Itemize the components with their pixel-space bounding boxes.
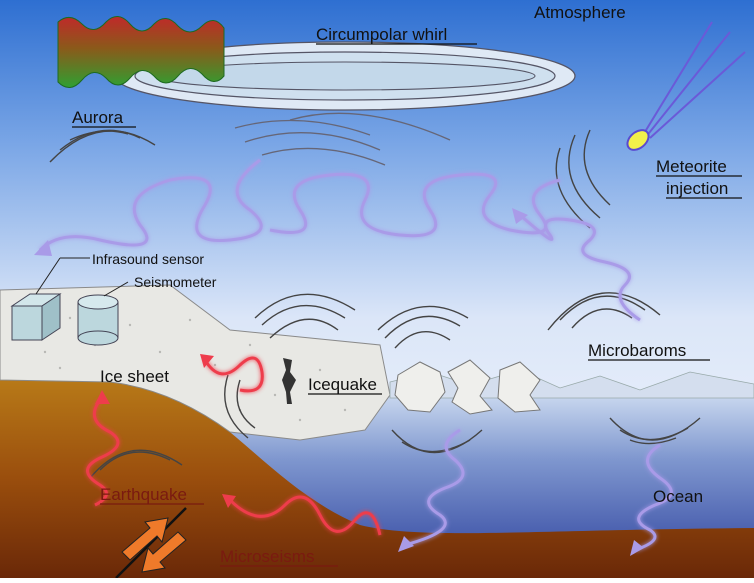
- label-seismometer: Seismometer: [134, 274, 217, 290]
- label-injection: injection: [666, 179, 728, 198]
- earth-crust: [0, 378, 754, 578]
- label-infrasound-sensor: Infrasound sensor: [92, 251, 204, 267]
- label-circumpolar-whirl: Circumpolar whirl: [316, 25, 447, 44]
- label-ocean: Ocean: [653, 487, 703, 506]
- icequake-crack: [282, 358, 296, 404]
- infrasound-arrowheads: [34, 208, 644, 556]
- infrasound-sensor-box: [10, 293, 62, 341]
- aurora-curtain: [57, 16, 225, 88]
- seismometer-cylinder: [77, 294, 119, 346]
- earthquake-arcs: [89, 449, 183, 479]
- whirl-sound-arcs: [234, 112, 451, 166]
- label-microbaroms: Microbaroms: [588, 341, 686, 360]
- earthquake-fault: [115, 507, 187, 579]
- meteorite-sound-arcs: [555, 129, 611, 229]
- label-aurora: Aurora: [72, 108, 124, 127]
- label-atmosphere: Atmosphere: [534, 3, 626, 22]
- aurora-sound-arcs: [49, 129, 156, 163]
- circumpolar-whirl-shape: [114, 41, 576, 111]
- seismic-arrowheads: [95, 354, 236, 508]
- label-microseisms: Microseisms: [220, 547, 314, 566]
- infrasound-waves: [38, 158, 673, 552]
- icequake-sound-arcs: [224, 293, 469, 439]
- microbarom-sound-arcs: [547, 292, 661, 331]
- meteorite: [626, 21, 746, 151]
- ice-floes: [394, 359, 541, 415]
- label-meteorite: Meteorite: [656, 157, 727, 176]
- ocean-sound-arcs: [391, 417, 701, 454]
- label-earthquake: Earthquake: [100, 485, 187, 504]
- seismic-waves: [86, 356, 382, 536]
- label-icequake: Icequake: [308, 375, 377, 394]
- label-ice-sheet: Ice sheet: [100, 367, 169, 386]
